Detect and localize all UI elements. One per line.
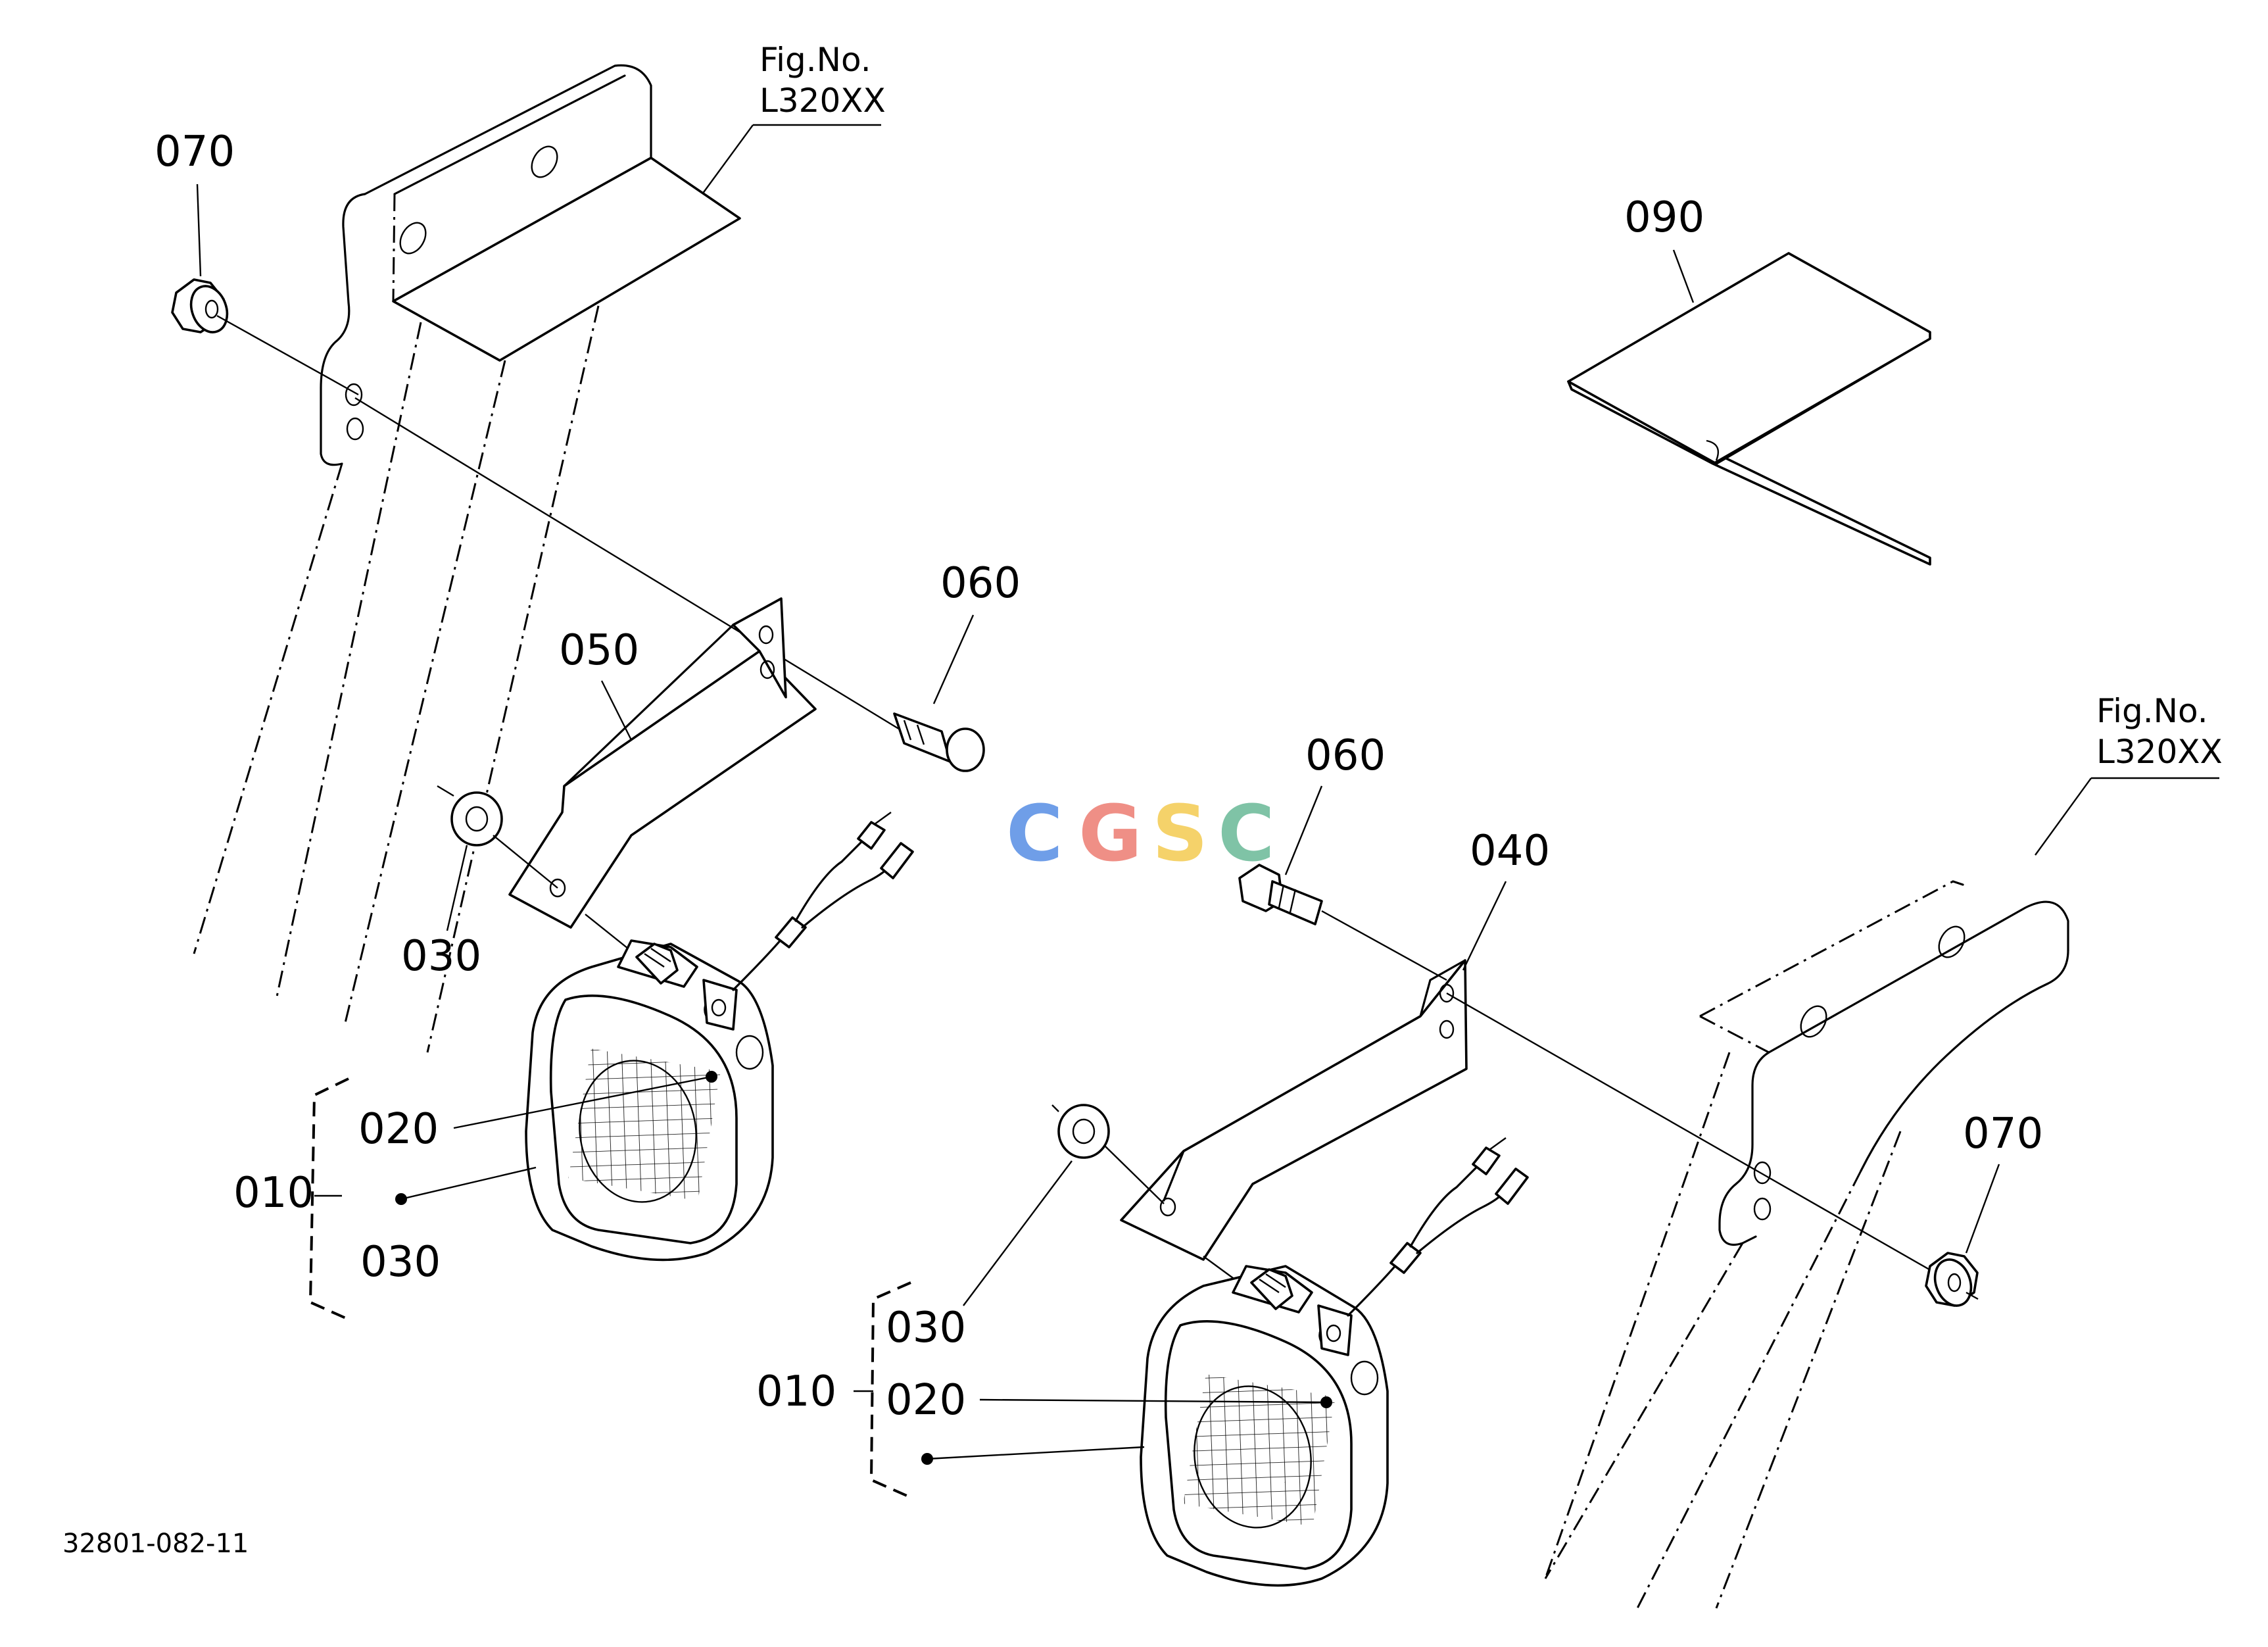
label-020-right: 020 — [886, 1376, 966, 1425]
bolt-060-upper: 060 — [893, 559, 1021, 772]
cgsc-watermark: C G S C — [1006, 788, 1275, 879]
fig-ref-lower: Fig.No. L320XX — [2035, 692, 2223, 856]
drawing-code: 32801-082-11 — [62, 1529, 249, 1559]
watermark-c1: C — [1006, 788, 1063, 879]
bracket-050: 050 — [508, 597, 817, 929]
work-lamp-left — [525, 812, 914, 1262]
watermark-c2: C — [1218, 788, 1275, 879]
label-060-upper: 060 — [940, 559, 1021, 608]
frame-left — [193, 64, 741, 1053]
assembly-axis-lower — [1446, 992, 1947, 1281]
label-010-left: 010 — [233, 1169, 314, 1217]
fig-no-label-2: Fig.No. — [2096, 692, 2208, 730]
label-020-left: 020 — [358, 1105, 439, 1154]
label-090: 090 — [1624, 193, 1704, 242]
watermark-g: G — [1078, 788, 1142, 879]
label-070-right: 070 — [1963, 1110, 2043, 1158]
flange-nut-070-right: 070 — [1925, 1110, 2043, 1307]
rubber-washer-030-left: 030 — [401, 785, 558, 981]
label-060-lower: 060 — [1305, 731, 1386, 780]
label-070-left: 070 — [155, 128, 235, 176]
callout-group-010-right: 010 030 020 — [756, 1281, 1327, 1500]
bracket-040: 040 — [1120, 827, 1550, 1261]
decal-sheet-090: 090 — [1567, 193, 1931, 566]
assembly-axis-upper — [354, 397, 902, 731]
fig-no-label: Fig.No. — [760, 41, 871, 79]
label-030-left: 030 — [360, 1238, 441, 1287]
callout-group-010-left: 010 020 030 — [233, 1075, 712, 1320]
watermark-s: S — [1152, 788, 1208, 879]
label-030-right: 030 — [886, 1304, 966, 1352]
label-040: 040 — [1470, 827, 1550, 875]
bolt-060-lower: 060 — [1238, 731, 1447, 981]
label-010-right: 010 — [756, 1367, 836, 1416]
rubber-washer-030-right — [963, 1104, 1165, 1306]
fig-ref-upper: Fig.No. L320XX — [702, 41, 886, 195]
fig-ref-label: L320XX — [760, 82, 886, 120]
frame-right — [1544, 880, 2069, 1609]
fig-ref-label-2: L320XX — [2096, 733, 2223, 771]
flange-nut-070-left: 070 — [155, 128, 359, 396]
label-030-washer-left: 030 — [401, 932, 481, 981]
label-050: 050 — [559, 626, 639, 675]
work-lamp-right — [1140, 1137, 1529, 1587]
